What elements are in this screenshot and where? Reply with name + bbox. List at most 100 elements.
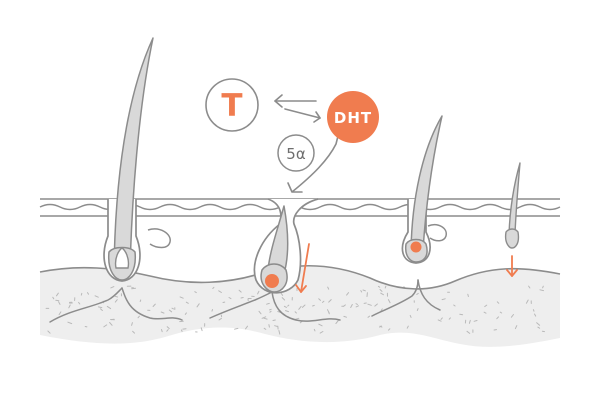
dht-label: DHT: [334, 109, 372, 127]
dermis-speck: [528, 285, 531, 289]
dermis-speck: [194, 291, 197, 294]
dermis-speck: [367, 303, 372, 306]
dermis-speck: [322, 300, 325, 303]
dermis-speck: [294, 311, 297, 314]
dermis-speck: [467, 293, 469, 297]
dermis-speck: [78, 301, 81, 305]
hair-bulb-4: [504, 228, 520, 249]
dermis-speck: [312, 304, 315, 307]
dermis-speck: [131, 322, 133, 326]
dermis-speck: [160, 311, 165, 314]
dermis-speck: [287, 304, 290, 307]
dermis-speck: [278, 330, 281, 335]
dermis-speck: [161, 329, 163, 333]
dermis-speck: [114, 295, 119, 298]
dht-receptor-dot-2: [265, 274, 279, 288]
dermis-band: [40, 265, 560, 347]
dermis-speck: [171, 307, 174, 310]
follicle-tiny: [504, 162, 521, 277]
dermis-speck: [313, 328, 316, 332]
dermis-speck: [166, 326, 170, 329]
strand-3: [209, 291, 273, 319]
dermis-speck: [272, 319, 276, 321]
dermis-speck: [514, 325, 518, 330]
dermis-speck: [132, 330, 135, 334]
dermis-speck: [152, 303, 156, 307]
follicle-miniaturizing: [253, 198, 319, 294]
dht-node: DHT: [327, 91, 379, 143]
dermis-speck: [47, 330, 51, 334]
dermis-speck: [257, 290, 260, 295]
dermal-strands: [49, 279, 441, 323]
dermis-speck: [319, 331, 324, 334]
strand-1: [49, 287, 123, 323]
hair-shaft-3: [410, 115, 443, 251]
dermis-speck: [58, 311, 62, 316]
dermis-speck: [266, 302, 270, 305]
dermis-speck: [52, 296, 55, 300]
dermis-speck: [268, 324, 270, 328]
dermis-speck: [355, 303, 358, 305]
dermis-speck: [261, 316, 267, 319]
dermis-speck: [374, 303, 378, 307]
dermis-speck: [228, 297, 232, 300]
dermis-speck: [416, 292, 419, 295]
dermis-speck: [355, 305, 359, 308]
dermis-speck: [327, 309, 330, 314]
hair-shaft-2: [267, 205, 289, 275]
dermis-speck: [343, 315, 347, 318]
dermis-speck: [525, 299, 529, 304]
strand-2: [121, 287, 183, 321]
dermis-speck: [87, 292, 89, 295]
dermis-speck: [263, 317, 268, 320]
dermis-speck: [499, 311, 503, 314]
dermis-speck: [388, 328, 391, 331]
dermis-speck: [409, 314, 412, 318]
dermis-speck: [269, 310, 272, 313]
dermis-speck: [536, 322, 541, 326]
hair-shaft-1: [113, 37, 154, 269]
dermis-speck: [437, 319, 442, 322]
dermis-speck: [416, 308, 419, 311]
dermis-speck: [301, 304, 306, 308]
dermis-speck: [110, 286, 115, 289]
dermis-speck: [510, 314, 514, 318]
dermis-speck: [274, 325, 278, 327]
dermis-speck: [99, 308, 103, 311]
dermis-speck: [240, 297, 244, 299]
dermis-speck: [218, 290, 222, 293]
dht-receptor-dot-3: [410, 241, 422, 253]
dermis-speck: [269, 308, 272, 311]
dermis-speck: [97, 306, 103, 309]
dermis-speck: [466, 330, 471, 334]
dermis-speck: [484, 304, 488, 308]
dermis-speck: [406, 325, 409, 329]
dermis-speck: [496, 301, 500, 304]
strand-5: [371, 279, 419, 317]
dermis-speck: [441, 298, 446, 301]
dermis-speck: [298, 305, 302, 310]
follicle-healthy: [103, 37, 171, 282]
dermis-speck: [360, 290, 363, 293]
enzyme-label: 5α: [286, 145, 306, 163]
dermis-speck: [212, 286, 215, 289]
dermis-layer: [39, 265, 561, 347]
dermis-speck: [335, 320, 339, 324]
dermis-speck: [196, 303, 200, 308]
dermis-speck: [367, 315, 371, 318]
dermis-speck: [94, 295, 99, 298]
reversible-arrow: [274, 94, 321, 123]
dermis-speck: [58, 301, 61, 305]
dermis-speck: [137, 315, 140, 319]
dermis-speck: [318, 298, 321, 301]
follicle-medium: [401, 115, 447, 264]
dermis-speck: [453, 304, 456, 307]
dermis-speck: [218, 317, 222, 321]
dermis-speck: [327, 286, 330, 290]
dermis-speck: [534, 313, 537, 317]
dermis-speck: [346, 292, 350, 296]
dermal-papilla-1: [114, 247, 130, 269]
dermis-speck: [109, 322, 113, 326]
dermis-speck: [258, 310, 262, 315]
dermis-speck: [532, 309, 535, 312]
